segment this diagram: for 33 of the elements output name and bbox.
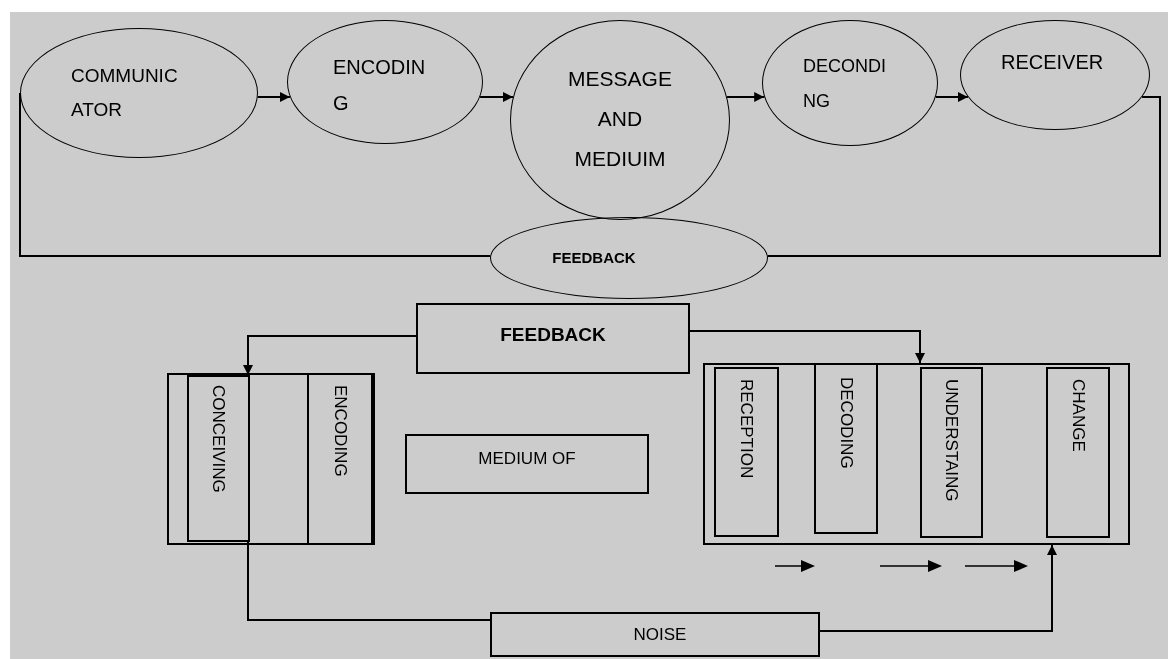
step-column [814,363,878,534]
step-column [920,367,983,538]
group-box [703,363,1130,545]
connector-arrow [256,92,291,102]
node-label: RECEPTION [736,379,758,479]
process-box [405,434,649,494]
node-label: NOISE [633,623,687,646]
step-column [187,375,250,542]
node-label: MEDIUM OF [478,448,576,471]
connector-arrow [689,330,925,364]
node-label: FEEDBACK [500,323,606,347]
connector-arrow [479,92,514,102]
node-label: FEEDBACK [552,247,636,268]
node-label: DECONDI NG [803,55,886,113]
node-label: ENCODIN G [333,55,426,116]
step-column [1046,367,1110,538]
group-box [167,373,375,545]
node-label: UNDERSTAING [941,379,963,502]
step-column [714,367,779,537]
node-label: DECODING [835,377,857,469]
node-label: RECEIVER [1001,50,1104,75]
connector-arrow [243,335,417,376]
step-column [307,373,375,545]
node-label: CONCEIVING [208,385,230,493]
connector-arrow [726,92,766,102]
connector-arrow [934,92,969,102]
node-label: CHANGE [1067,379,1089,452]
node-label: ENCODING [329,385,351,477]
process-box [416,303,690,374]
connector-arrow [819,544,1057,632]
process-box [490,612,820,657]
node-label: MESSAGE AND MEDIUIM [568,66,672,172]
node-label: COMMUNIC ATOR [71,64,178,122]
